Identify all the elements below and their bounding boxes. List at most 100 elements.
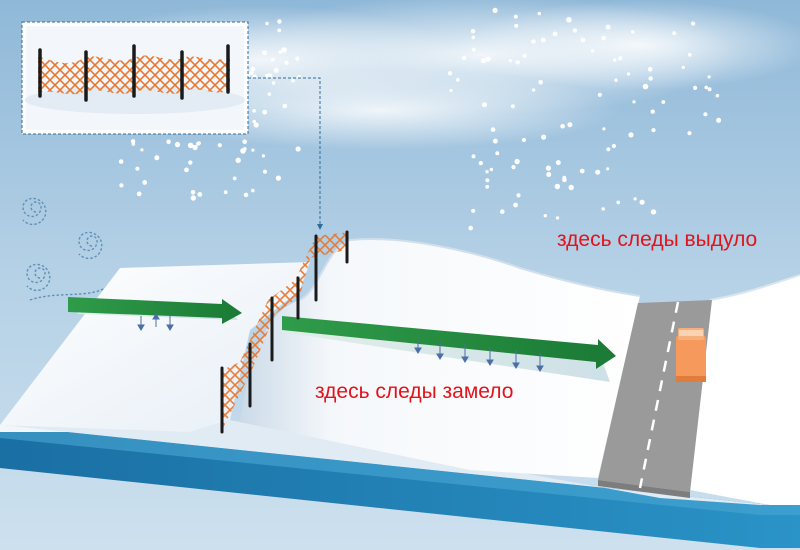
snowflake bbox=[250, 66, 256, 72]
snowflake bbox=[188, 160, 193, 165]
wind-arrow-main bbox=[282, 316, 616, 369]
snowflake bbox=[190, 190, 196, 195]
snowflake bbox=[490, 127, 496, 132]
snowflake bbox=[295, 56, 300, 61]
snowflake bbox=[489, 167, 494, 172]
snowflake bbox=[537, 11, 541, 16]
snowflake bbox=[265, 74, 269, 78]
snowflake bbox=[277, 19, 282, 24]
snowflake bbox=[515, 60, 520, 65]
snowflake bbox=[284, 60, 289, 65]
snowflake bbox=[277, 28, 282, 33]
snowflake bbox=[567, 122, 573, 128]
snowflake bbox=[672, 31, 677, 36]
snowflake bbox=[611, 143, 617, 149]
snowflake bbox=[267, 92, 272, 96]
fence-detail-inset bbox=[21, 21, 323, 230]
snowflake bbox=[590, 49, 595, 53]
snowflake bbox=[166, 139, 171, 145]
snowflake bbox=[568, 184, 574, 191]
snowflake bbox=[716, 117, 722, 123]
snowflake bbox=[521, 137, 527, 143]
snowflake bbox=[131, 142, 136, 146]
snowflake bbox=[184, 167, 189, 173]
snowflake bbox=[648, 76, 653, 81]
down-arrow-icon bbox=[137, 316, 145, 331]
snowflake bbox=[650, 109, 655, 114]
snowflake bbox=[480, 58, 486, 64]
label-tracks-covered: здесь следы замело bbox=[315, 380, 514, 403]
down-arrow-icon bbox=[436, 342, 444, 360]
ground-base bbox=[0, 426, 800, 548]
snowflake bbox=[602, 127, 606, 131]
snowflake bbox=[471, 35, 476, 40]
snowflake bbox=[252, 109, 256, 113]
up-arrow-icon bbox=[152, 313, 160, 327]
snowflake bbox=[242, 139, 247, 145]
snowflake bbox=[485, 178, 490, 183]
snowflake bbox=[595, 169, 601, 175]
snowflake bbox=[606, 147, 611, 152]
label-tracks-blown-away: здесь следы выдуло bbox=[557, 228, 758, 251]
snowflake bbox=[572, 28, 578, 33]
snowflake bbox=[242, 147, 247, 151]
snowflake bbox=[639, 199, 645, 205]
snowflake bbox=[597, 92, 602, 97]
snowflake bbox=[508, 59, 512, 63]
snowflake bbox=[538, 80, 543, 85]
snowflake bbox=[492, 7, 498, 13]
snowflake bbox=[252, 119, 256, 124]
snowflake bbox=[223, 190, 228, 195]
snowflake bbox=[130, 139, 136, 144]
snowflake bbox=[606, 167, 610, 171]
snowflake bbox=[478, 160, 483, 166]
snowflake bbox=[449, 88, 453, 93]
snowflake bbox=[651, 128, 656, 133]
snowflake bbox=[531, 88, 536, 92]
snowflake bbox=[485, 184, 490, 189]
snowflake bbox=[703, 112, 708, 117]
snowflake bbox=[196, 141, 201, 146]
snowflake bbox=[511, 165, 516, 170]
snowflake bbox=[485, 56, 491, 62]
snowflake bbox=[192, 144, 198, 151]
snowflake bbox=[262, 169, 268, 174]
snowflake bbox=[552, 31, 558, 37]
snowflake bbox=[661, 100, 666, 104]
fence-net-icon bbox=[220, 230, 350, 434]
snowflake bbox=[135, 166, 140, 171]
snowflake bbox=[514, 23, 519, 28]
snowflake bbox=[601, 207, 605, 211]
snowflake bbox=[626, 72, 631, 76]
snowflake bbox=[273, 67, 279, 73]
snowflake bbox=[471, 154, 476, 159]
snowflake bbox=[197, 192, 203, 197]
snowflake bbox=[500, 209, 505, 214]
snowflake bbox=[691, 21, 696, 26]
snowflake bbox=[471, 208, 476, 213]
snowflake bbox=[580, 37, 586, 43]
snowflake bbox=[291, 78, 295, 83]
snowflake bbox=[471, 47, 476, 52]
snowflake bbox=[522, 53, 527, 58]
down-arrow-icon bbox=[512, 350, 520, 369]
down-arrow-icon bbox=[536, 353, 544, 372]
snowflake bbox=[707, 87, 712, 92]
snowflake bbox=[540, 37, 546, 43]
snowflake bbox=[118, 159, 124, 164]
snowflake bbox=[555, 160, 561, 166]
snowflake bbox=[715, 93, 720, 98]
snowflake bbox=[613, 58, 617, 62]
down-arrow-icon bbox=[486, 347, 494, 366]
snowflake bbox=[461, 55, 467, 61]
down-arrow-icon bbox=[461, 344, 469, 363]
snowflake bbox=[642, 83, 649, 90]
snowflake bbox=[447, 71, 453, 76]
snowflake bbox=[262, 50, 268, 56]
snowflake bbox=[633, 197, 637, 201]
snowflake bbox=[119, 183, 124, 188]
snowflake bbox=[554, 183, 561, 190]
snowflake bbox=[278, 50, 283, 54]
snowflake bbox=[187, 142, 194, 149]
